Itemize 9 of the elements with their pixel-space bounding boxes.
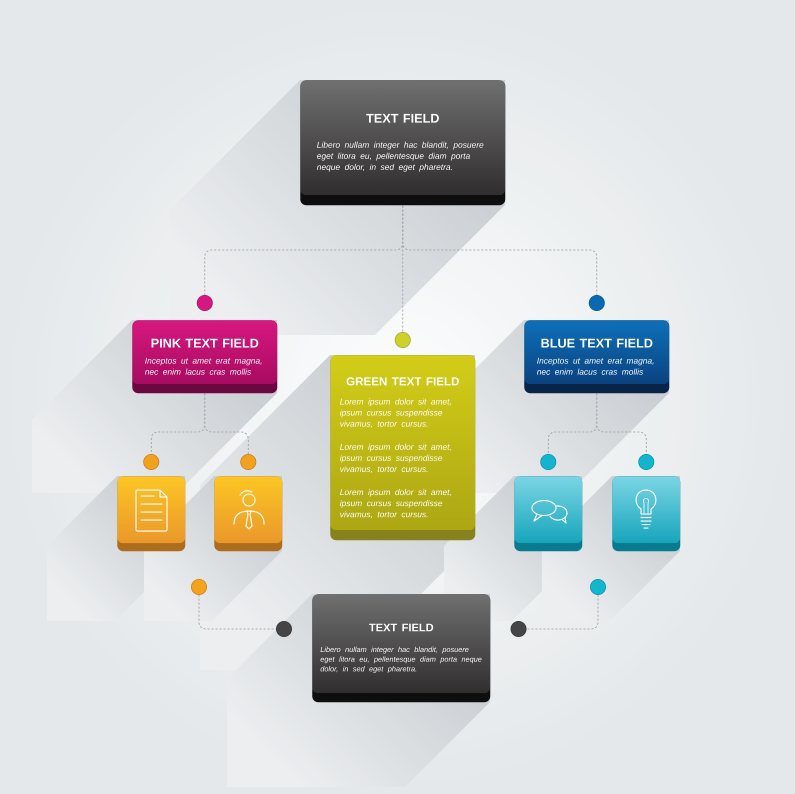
text-box: GREEN TEXT FIELD Lorem ipsum dolor sit amet, ipsum cursus suspendisse vivamus, tortor cursus. Lorem ipsum dolor sit amet, ipsum cursus suspendisse vivamus, tortor cursus. Lorem ipsum dolor sit amet, ipsum cursus suspendisse vivamus, tortor cursus. (330, 355, 476, 540)
text-box: TEXT FIELD Libero nullam integer hac blandit, posuere eget litora eu, pellentesque diam porta neque dolor, in sed eget pharetra. (300, 80, 506, 206)
text-box: BLUE TEXT FIELD Inceptos ut amet erat magna, nec enim lacus cras mollis (524, 320, 670, 394)
connector (204, 393, 256, 470)
connector (191, 579, 292, 637)
text-box: PINK TEXT FIELD Inceptos ut amet erat magna, nec enim lacus cras mollis (132, 320, 278, 394)
connector (402, 205, 605, 311)
connector (510, 579, 606, 637)
connector (596, 393, 654, 470)
